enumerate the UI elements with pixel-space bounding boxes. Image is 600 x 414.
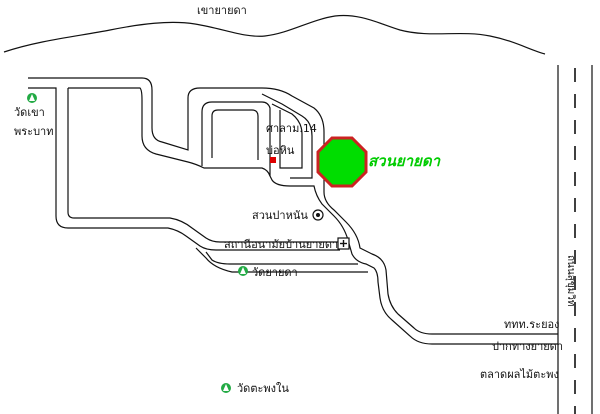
road-loop-east-inner bbox=[271, 103, 303, 169]
label-suan-pa-nun: สวนปาหนัน bbox=[252, 209, 308, 222]
health-cross-icon bbox=[337, 237, 350, 250]
label-wat-khao: วัดเขา bbox=[14, 106, 45, 119]
bo-hin-marker bbox=[270, 157, 276, 163]
road-left-vertical bbox=[67, 88, 338, 243]
road-loop-inner bbox=[211, 109, 259, 160]
label-phrabat: พระบาท bbox=[14, 125, 53, 138]
road-main-outer bbox=[28, 77, 558, 335]
label-health-station: สถานีอนามัยบ้านยายดา bbox=[224, 238, 338, 251]
label-wat-taphong-nai: วัดตะพงใน bbox=[237, 382, 289, 395]
label-wat-yai-da: วัดยายดา bbox=[252, 266, 298, 279]
mountain-ridge bbox=[3, 14, 546, 55]
road-loop-east bbox=[261, 93, 313, 179]
temple-icon-taphong-nai bbox=[221, 383, 231, 393]
target-icon-suan-pa-nun bbox=[312, 209, 324, 221]
temple-icon-yai-da bbox=[238, 266, 248, 276]
label-bo-hin: บ่อหิน bbox=[266, 144, 295, 157]
road-main-inner bbox=[28, 87, 340, 251]
highway-label: ถนนสุขุมวิท bbox=[565, 255, 576, 306]
road-main-inner-2 bbox=[68, 87, 558, 345]
road-lower bbox=[205, 251, 358, 265]
label-sala: ศาลาม.14 bbox=[266, 122, 317, 135]
suan-yai-da-octagon bbox=[316, 136, 368, 188]
road-loop-outer bbox=[201, 101, 271, 176]
temple-icon-khao-phrabat bbox=[27, 93, 37, 103]
mountain-label: เขายายดา bbox=[197, 4, 247, 17]
label-pak-thang: ปากทางยายดา bbox=[492, 340, 563, 353]
label-rayong-office: ททท.ระยอง bbox=[504, 318, 560, 331]
label-talat: ตลาดผลไม้ตะพง bbox=[480, 368, 559, 381]
label-suan-yai-da: สวนยายดา bbox=[368, 152, 442, 170]
road-lower-2 bbox=[195, 247, 368, 273]
